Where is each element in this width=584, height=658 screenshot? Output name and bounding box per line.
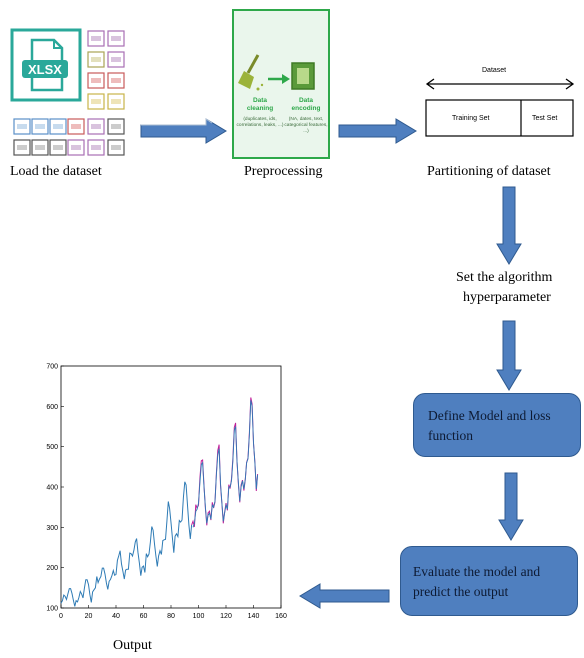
right-arrow-icon: [338, 118, 417, 144]
x-tick-label: 60: [140, 613, 148, 620]
right-arrow-icon: [268, 74, 290, 84]
define-model-line1: Define Model and loss: [428, 408, 551, 423]
x-tick-label: 40: [112, 613, 120, 620]
file-icons-grid: XLSX: [10, 28, 125, 156]
hyperparameter-label-line2: hyperparameter: [463, 290, 551, 305]
y-tick-label: 100: [46, 606, 58, 613]
dataset-span-arrow: [425, 78, 575, 90]
y-tick-label: 400: [46, 485, 58, 492]
preprocessing-panel: Data cleaning (duplicates, ids, correlat…: [232, 9, 330, 159]
define-model-line2: function: [428, 428, 473, 443]
encoding-title: Data encoding: [291, 97, 321, 112]
x-tick-label: 160: [275, 613, 287, 620]
encoding-detail: (NA, dates, text, categorical features, …: [284, 117, 328, 134]
evaluate-model-line2: predict the output: [413, 584, 509, 599]
x-tick-label: 120: [220, 613, 232, 620]
x-tick-label: 20: [85, 613, 93, 620]
x-tick-label: 80: [167, 613, 175, 620]
cleaning-detail: (duplicates, ids, correlations, leaks, .…: [236, 117, 284, 128]
training-set-label: Training Set: [452, 115, 490, 122]
right-arrow-icon: [140, 118, 227, 144]
partitioning-label: Partitioning of dataset: [427, 164, 551, 179]
y-tick-label: 200: [46, 565, 58, 572]
preprocessing-label: Preprocessing: [244, 164, 323, 179]
partition-diagram: Dataset Training Set Test Set: [424, 62, 576, 142]
broom-icon: [238, 54, 264, 91]
y-tick-label: 700: [46, 364, 58, 371]
define-model-box: Define Model and loss function: [413, 393, 581, 457]
load-dataset-label: Load the dataset: [10, 164, 102, 179]
x-tick-label: 0: [59, 613, 63, 620]
cleaning-title: Data cleaning: [246, 97, 274, 112]
series-line-actual: [192, 400, 259, 528]
test-set-label: Test Set: [532, 115, 558, 122]
x-tick-label: 140: [248, 613, 260, 620]
series-line-train: [60, 481, 193, 607]
load-dataset-step: XLSX: [10, 28, 130, 163]
evaluate-model-line1: Evaluate the model and: [413, 564, 541, 579]
y-tick-label: 500: [46, 444, 58, 451]
dataset-bar: [425, 99, 574, 137]
y-tick-label: 300: [46, 525, 58, 532]
dataset-label: Dataset: [482, 67, 507, 74]
output-line-chart: 0 20 40 60 80 100 120 140 160 100 200 300 400 500 600 7…: [46, 364, 287, 621]
spreadsheet-file-icon: XLSX: [22, 38, 68, 92]
encoding-chip-icon: [291, 62, 315, 90]
evaluate-model-box: Evaluate the model and predict the outpu…: [400, 546, 578, 616]
plot-area: [60, 365, 282, 609]
down-arrow-icon: [496, 320, 522, 391]
x-tick-label: 100: [193, 613, 205, 620]
output-label: Output: [113, 638, 152, 653]
y-tick-label: 600: [46, 404, 58, 411]
xlsx-label: XLSX: [28, 62, 62, 77]
hyperparameter-label-line1: Set the algorithm: [456, 270, 553, 285]
down-arrow-icon: [498, 472, 524, 541]
left-arrow-icon: [299, 583, 390, 609]
down-arrow-icon: [496, 186, 522, 265]
